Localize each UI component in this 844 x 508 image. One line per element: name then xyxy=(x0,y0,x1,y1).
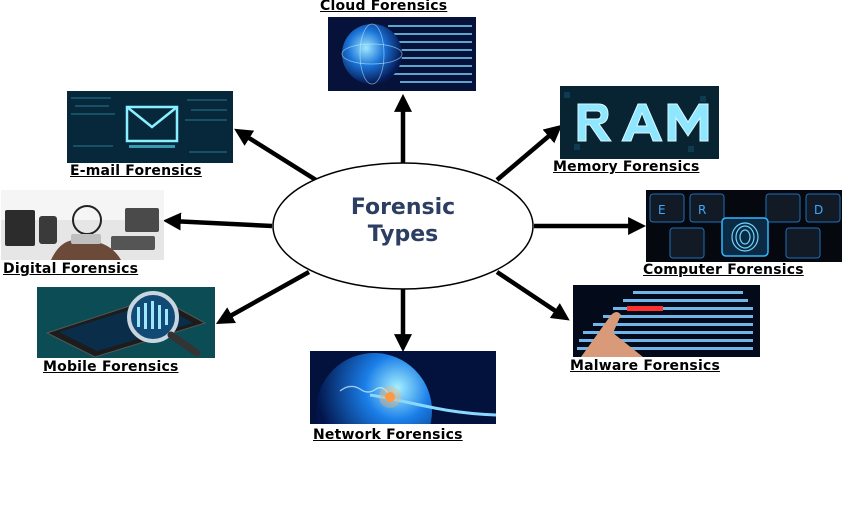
cloud-forensics-picture xyxy=(328,17,476,91)
svg-text:R: R xyxy=(698,203,706,217)
arrow-to-mobile-forensics xyxy=(215,270,311,324)
center-label: Forensic Types xyxy=(274,194,532,248)
malware-forensics-label: Malware Forensics xyxy=(570,358,720,374)
email-forensics-picture xyxy=(67,91,233,163)
center-label-line2: Types xyxy=(367,222,439,247)
computer-forensics-picture: E R D xyxy=(646,190,842,262)
network-forensics-picture xyxy=(310,351,496,424)
network-forensics-label: Network Forensics xyxy=(313,427,463,443)
arrow-to-memory-forensics xyxy=(495,124,563,182)
center-ellipse xyxy=(272,162,534,290)
email-forensics-label: E-mail Forensics xyxy=(70,163,202,179)
svg-text:D: D xyxy=(814,203,823,217)
arrow-to-malware-forensics xyxy=(495,270,570,321)
digital-forensics-picture xyxy=(1,190,164,260)
computer-forensics-label: Computer Forensics xyxy=(643,262,804,278)
digital-forensics-label: Digital Forensics xyxy=(3,261,139,277)
arrow-to-digital-forensics xyxy=(162,212,273,231)
mobile-forensics-label: Mobile Forensics xyxy=(43,359,179,375)
svg-text:E: E xyxy=(658,203,666,217)
arrow-to-email-forensics xyxy=(234,128,318,182)
memory-forensics-picture xyxy=(560,86,719,159)
mobile-forensics-picture xyxy=(37,287,215,358)
malware-forensics-picture xyxy=(573,285,760,357)
cloud-forensics-label: Cloud Forensics xyxy=(320,0,448,14)
center-label-line1: Forensic xyxy=(350,195,456,220)
memory-forensics-label: Memory Forensics xyxy=(553,159,700,175)
